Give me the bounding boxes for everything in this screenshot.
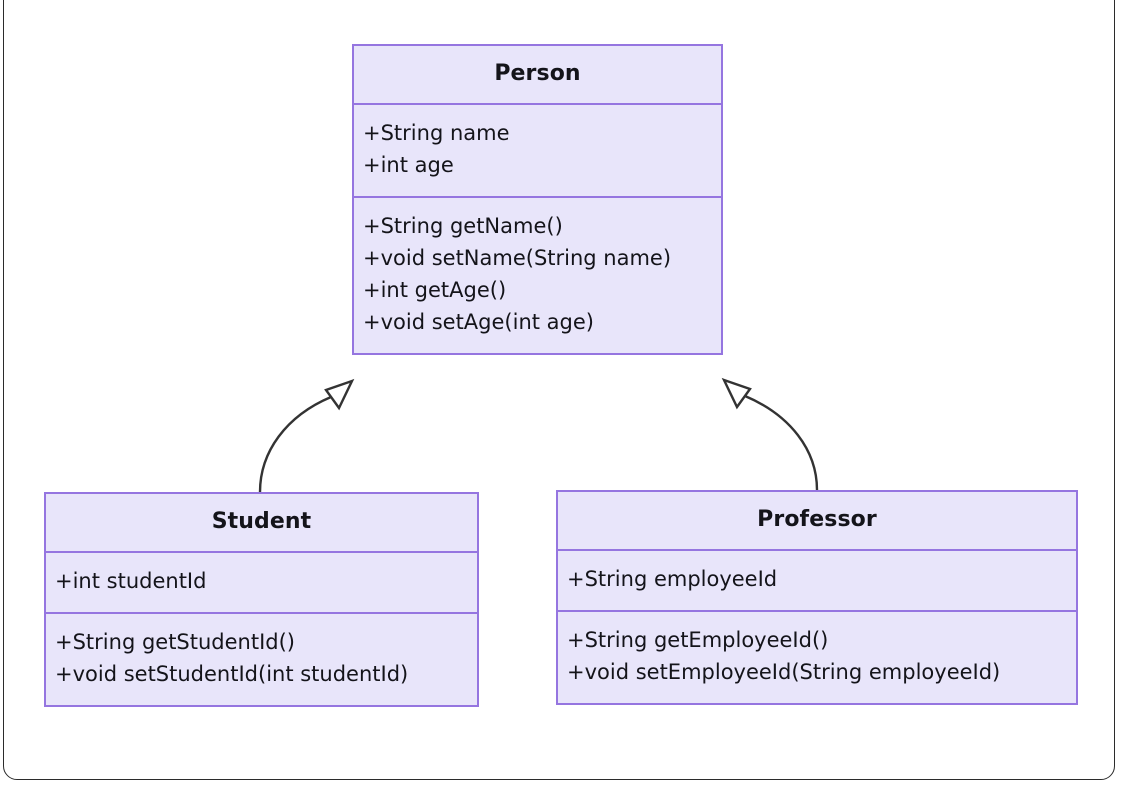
- generalization-arrowhead-student: [324, 378, 355, 411]
- attribute-item: +String name: [363, 121, 510, 145]
- method-item: +String getStudentId(): [55, 630, 296, 654]
- method-item: +String getEmployeeId(): [567, 628, 829, 652]
- methods-compartment-person: +String getName() +void setName(String n…: [354, 198, 721, 353]
- attribute-item: +String employeeId: [567, 567, 778, 591]
- generalization-edge-student-person: [258, 395, 333, 494]
- method-item: +String getName(): [363, 214, 563, 238]
- attribute-item: +int age: [363, 153, 454, 177]
- method-item: +int getAge(): [363, 278, 507, 302]
- class-name-person: Person: [354, 46, 721, 105]
- methods-compartment-student: +String getStudentId() +void setStudentI…: [46, 614, 477, 705]
- uml-class-professor[interactable]: Professor +String employeeId +String get…: [556, 490, 1078, 705]
- uml-class-student[interactable]: Student +int studentId +String getStuden…: [44, 492, 479, 707]
- methods-compartment-professor: +String getEmployeeId() +void setEmploye…: [558, 612, 1076, 703]
- method-item: +void setStudentId(int studentId): [55, 662, 409, 686]
- attributes-compartment-student: +int studentId: [46, 553, 477, 614]
- generalization-arrowhead-professor: [721, 377, 752, 410]
- attributes-compartment-person: +String name +int age: [354, 105, 721, 198]
- class-name-professor: Professor: [558, 492, 1076, 551]
- uml-class-person[interactable]: Person +String name +int age +String get…: [352, 44, 723, 355]
- attributes-compartment-professor: +String employeeId: [558, 551, 1076, 612]
- attribute-item: +int studentId: [55, 569, 207, 593]
- method-item: +void setEmployeeId(String employeeId): [567, 660, 1001, 684]
- method-item: +void setAge(int age): [363, 310, 594, 334]
- method-item: +void setName(String name): [363, 246, 672, 270]
- class-name-student: Student: [46, 494, 477, 553]
- generalization-edge-professor-person: [743, 394, 819, 492]
